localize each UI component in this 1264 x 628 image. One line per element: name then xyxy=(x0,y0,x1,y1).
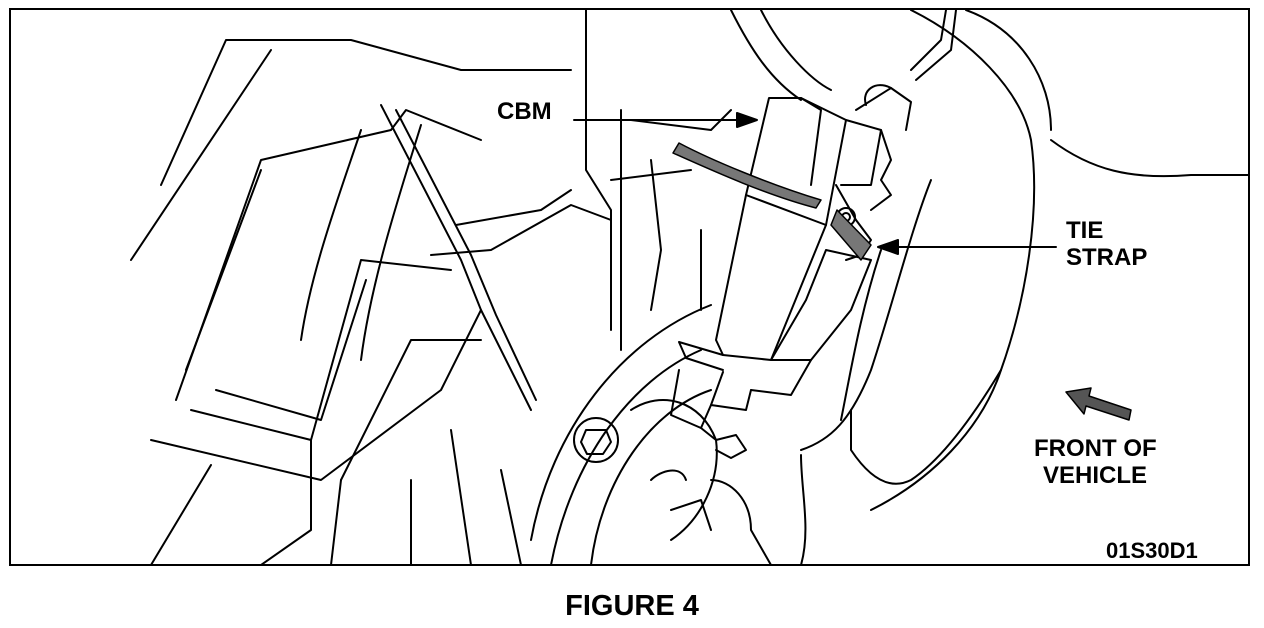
leader-arrows xyxy=(573,112,1057,255)
front-of-vehicle-line1: FRONT OF xyxy=(1034,435,1157,462)
right-panel xyxy=(730,10,1248,564)
diagram-frame: CBM TIE STRAP FRONT OF VEHICLE 01S30D1 xyxy=(9,8,1250,566)
cbm-label: CBM xyxy=(497,98,552,125)
figure-caption: FIGURE 4 xyxy=(565,590,699,622)
vehicle-illustration xyxy=(130,10,1248,564)
cbm-module xyxy=(670,10,957,459)
figure-code: 01S30D1 xyxy=(1106,538,1198,563)
front-direction-arrow-icon xyxy=(1065,387,1132,421)
tie-strap-label-line1: TIE xyxy=(1066,217,1104,244)
frame-rails xyxy=(585,10,732,351)
housing-structure xyxy=(130,39,612,564)
tie-strap xyxy=(672,142,872,261)
tie-strap-label-line2: STRAP xyxy=(1066,244,1148,271)
front-of-vehicle-line2: VEHICLE xyxy=(1043,462,1148,489)
